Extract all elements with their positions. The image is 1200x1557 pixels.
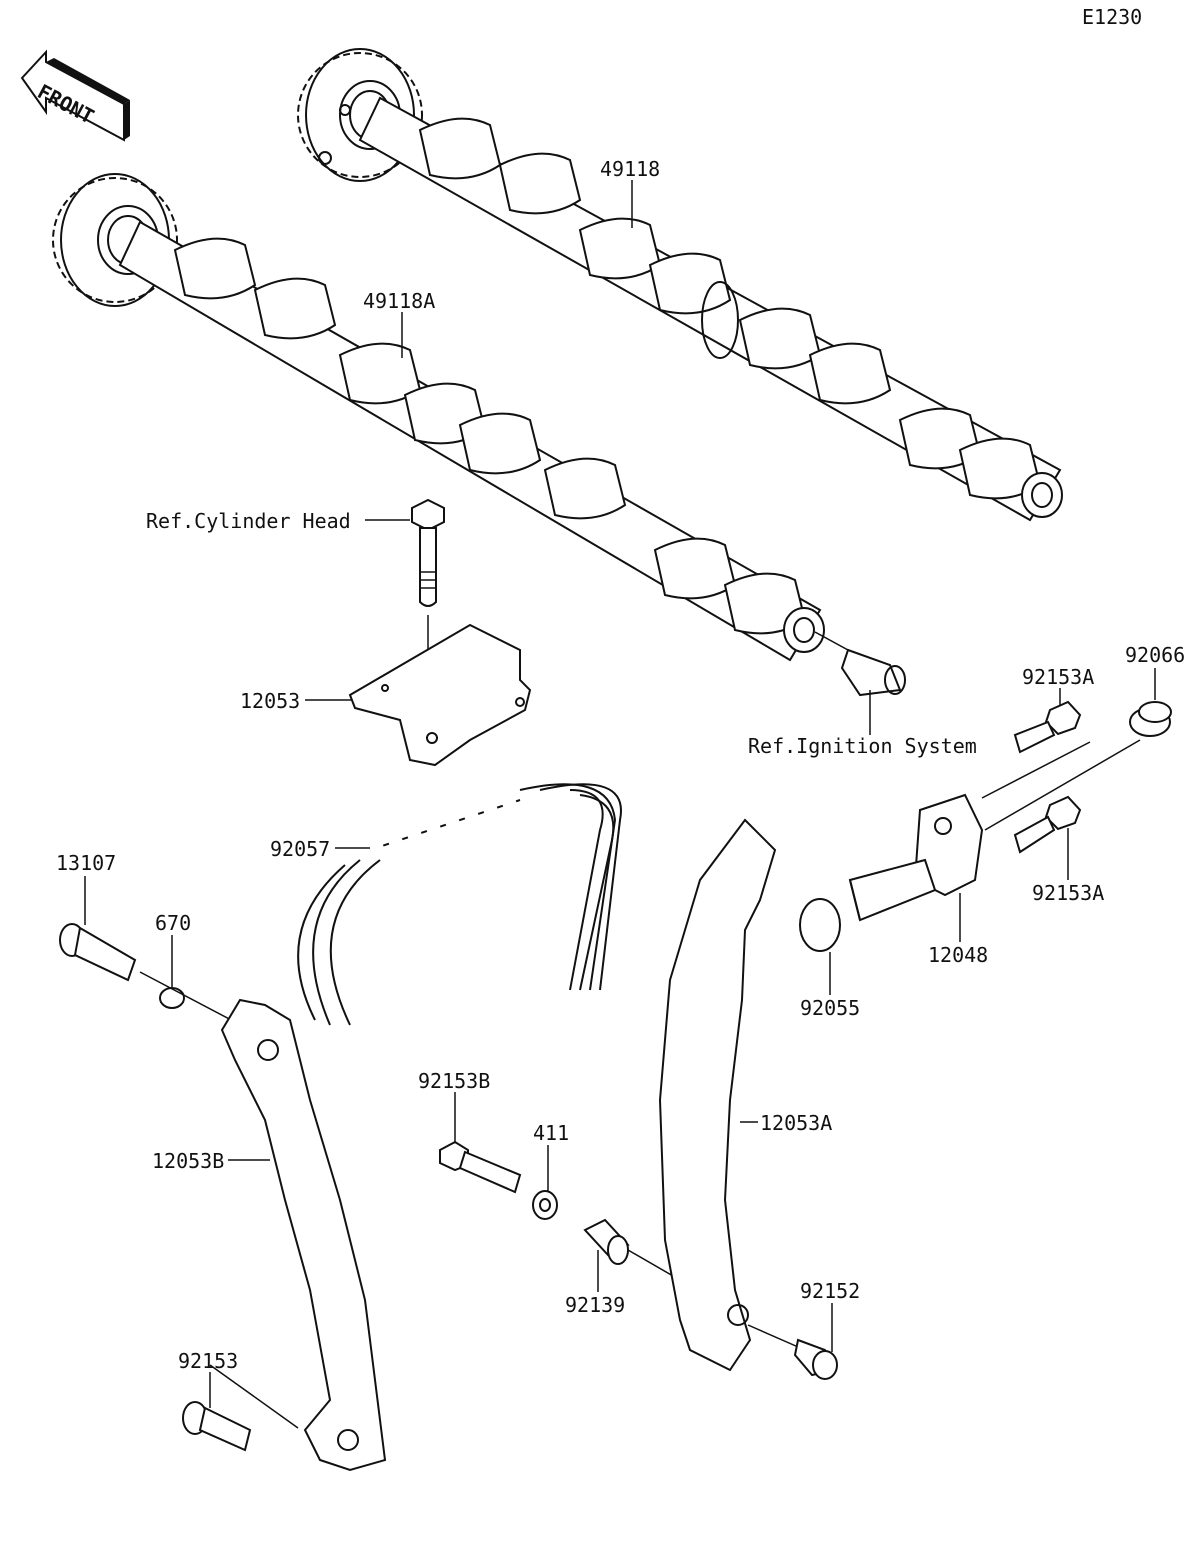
front-arrow-icon: FRONT	[20, 49, 130, 142]
label-670: 670	[155, 911, 191, 935]
bolt-cylinder-head	[411, 498, 445, 760]
bolt-92153B	[439, 1140, 522, 1194]
washer-411	[532, 1190, 558, 1220]
pin-92153	[182, 1401, 252, 1452]
leader-lines	[84, 180, 1156, 1408]
label-92153A-bottom: 92153A	[1032, 881, 1104, 905]
label-12053B: 12053B	[152, 1149, 224, 1173]
chain-guide-12053A	[658, 818, 806, 1372]
label-92153A-top: 92153A	[1022, 665, 1094, 689]
label-13107: 13107	[56, 851, 116, 875]
chain-guide-12053B	[209, 998, 387, 1472]
label-411: 411	[533, 1121, 569, 1145]
o-ring-670	[159, 987, 185, 1009]
label-12048: 12048	[928, 943, 988, 967]
label-ref-cylinder-head: Ref.Cylinder Head	[146, 509, 351, 533]
diagram-code: E1230	[1082, 5, 1142, 29]
label-92152: 92152	[800, 1279, 860, 1303]
ignition-rotor	[814, 631, 906, 697]
label-92139: 92139	[565, 1293, 625, 1317]
label-49118A: 49118A	[363, 289, 435, 313]
collar-92152	[793, 1338, 838, 1380]
label-92066: 92066	[1125, 643, 1185, 667]
label-12053: 12053	[240, 689, 300, 713]
bolt-92153A-bottom	[1013, 795, 1082, 854]
label-49118: 49118	[600, 157, 660, 181]
bolt-92153A-top	[1013, 700, 1082, 754]
plug-92066	[1129, 701, 1172, 737]
pin-13107	[59, 923, 236, 1023]
label-92057: 92057	[270, 837, 330, 861]
label-92153: 92153	[178, 1349, 238, 1373]
timing-chain-92057	[297, 783, 622, 1026]
chain-guide-12053	[348, 623, 532, 767]
label-92055: 92055	[800, 996, 860, 1020]
camshaft-49118A	[52, 173, 825, 662]
collar-92139	[583, 1218, 681, 1281]
o-ring-92055	[799, 898, 841, 952]
label-ref-ignition-system: Ref.Ignition System	[748, 734, 977, 758]
camshaft-49118	[297, 48, 1063, 522]
label-92153B: 92153B	[418, 1069, 490, 1093]
tensioner-12048	[848, 739, 1141, 922]
label-12053A: 12053A	[760, 1111, 832, 1135]
